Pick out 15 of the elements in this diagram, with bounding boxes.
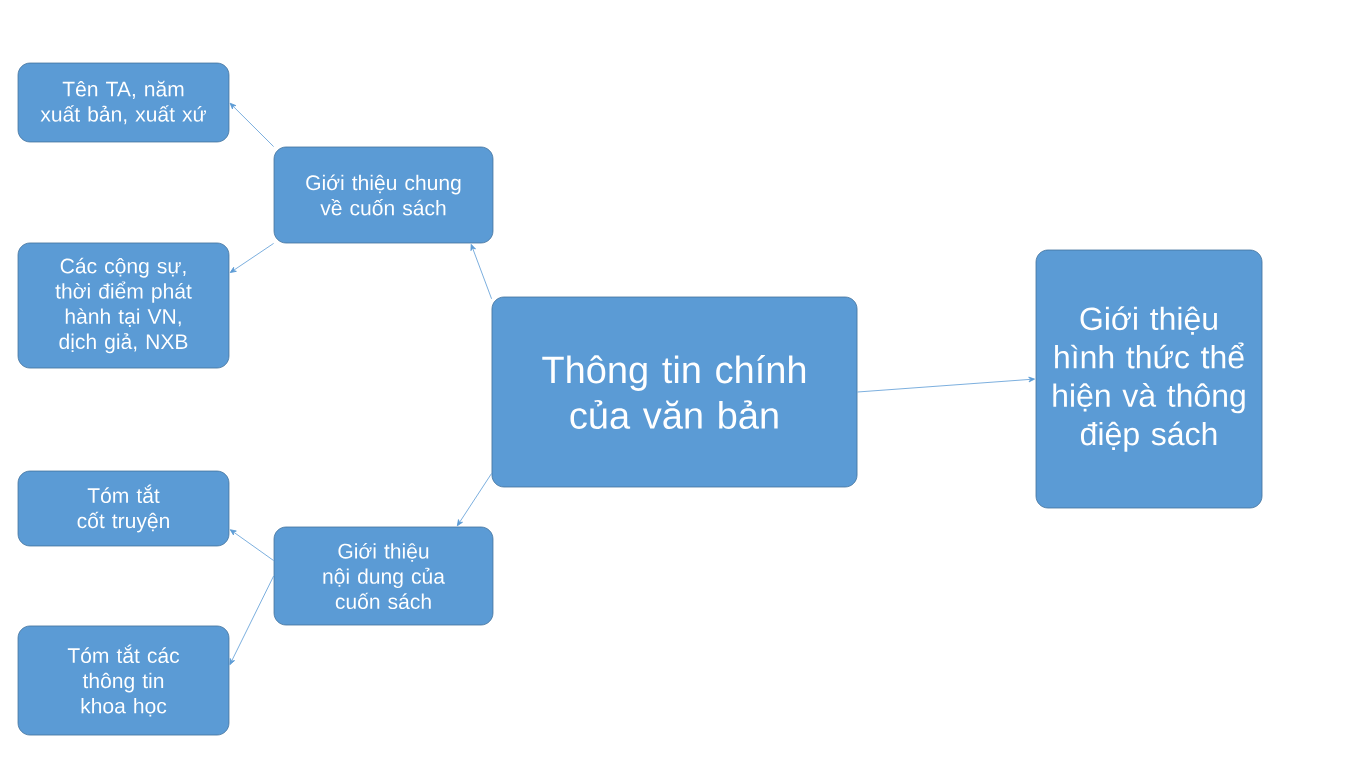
process-box: Thông tin chính của văn bản <box>491 296 858 488</box>
arrow <box>229 529 275 561</box>
process-box: Tóm tắt các thông tin khoa học <box>17 625 230 736</box>
process-box: Giới thiệu nội dung của cuốn sách <box>273 526 494 626</box>
arrow <box>470 244 492 300</box>
process-box: Tên TA, năm xuất bản, xuất xứ <box>17 62 230 143</box>
process-box: Tóm tắt cốt truyện <box>17 470 230 547</box>
arrow <box>229 243 275 273</box>
process-box: Các cộng sự, thời điểm phát hành tại VN, dịch giả, NXB <box>17 242 230 369</box>
arrow <box>229 102 275 147</box>
arrow <box>229 575 275 666</box>
arrow <box>456 473 492 527</box>
process-box: Giới thiệu hình thức thể hiện và thông điệp sách <box>1035 249 1263 509</box>
process-box: Giới thiệu chung về cuốn sách <box>273 146 494 244</box>
arrow <box>857 376 1035 393</box>
